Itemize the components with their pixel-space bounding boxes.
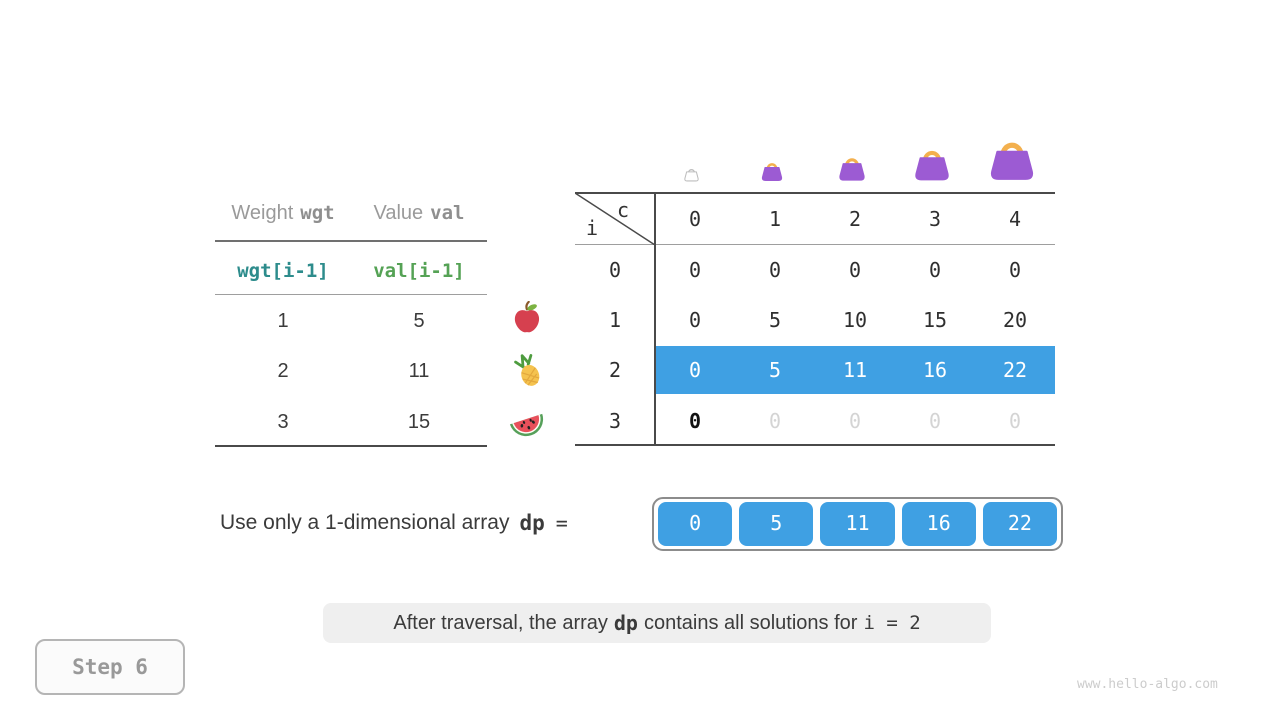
dp-cell-2-3: 16 (922, 358, 948, 382)
equals-sign: = (555, 511, 568, 535)
caption-dp-code: dp (613, 611, 638, 635)
apple-icon (510, 300, 544, 340)
dp-cell-3-4: 0 (1008, 409, 1022, 433)
dp-array: 0 5 11 16 22 (652, 497, 1063, 551)
watermelon-icon (507, 402, 547, 447)
items-table: Weight wgt Value val wgt[i-1] val[i-1] 1… (215, 198, 487, 448)
dp-cell-1-2: 10 (842, 308, 868, 332)
items-table-bottom-rule (215, 445, 487, 447)
row-label-1: 1 (608, 308, 622, 332)
bag-capacity-4-icon (987, 134, 1037, 187)
item-1-value: 5 (413, 310, 425, 332)
corner-col-axis-label: c (617, 198, 630, 222)
col-header-3: 3 (928, 207, 942, 231)
wgt-code-label: wgt (300, 202, 335, 224)
dp-table-bottom-rule (575, 444, 1055, 446)
weight-column-header: Weight wgt (215, 198, 351, 228)
items-table-header-rule (215, 240, 487, 242)
dp-cell-3-1: 0 (768, 409, 782, 433)
dp-cell-2-4: 22 (1002, 358, 1028, 382)
dp-cell-1-0: 0 (688, 308, 702, 332)
dp-cell-0-4: 0 (1008, 258, 1022, 282)
array-description: Use only a 1-dimensional array dp = (220, 508, 568, 538)
val-code-label: val (430, 202, 465, 224)
row-label-3: 3 (608, 409, 622, 433)
dp-variable-label: dp (519, 511, 545, 535)
dp-array-cell-3: 16 (901, 502, 976, 546)
watermark-url: www.hello-algo.com (1077, 677, 1218, 692)
dp-cell-2-1: 5 (768, 358, 782, 382)
caption-part1: After traversal, the array (393, 611, 608, 634)
dp-cell-1-1: 5 (768, 308, 782, 332)
val-formula: val[i-1] (373, 260, 465, 282)
col-header-0: 0 (688, 207, 702, 231)
dp-cell-2-2: 11 (842, 358, 868, 382)
col-header-2: 2 (848, 207, 862, 231)
corner-diagonal-line (575, 192, 655, 245)
array-description-text: Use only a 1-dimensional array (220, 511, 510, 534)
dp-table-vertical-rule (654, 192, 656, 446)
pineapple-icon (509, 352, 546, 394)
row-label-0: 0 (608, 258, 622, 282)
bag-capacity-1-icon (760, 159, 784, 187)
corner-row-axis-label: i (586, 216, 599, 240)
dp-table: c i 0 1 2 3 4 0 0 0 0 0 0 1 0 5 10 15 20… (575, 192, 1055, 448)
dp-cell-2-0: 0 (688, 358, 702, 382)
row-label-2: 2 (608, 358, 622, 382)
caption-box: After traversal, the array dp contains a… (323, 603, 991, 643)
dp-array-cell-1: 5 (739, 502, 814, 546)
dp-cell-3-2: 0 (848, 409, 862, 433)
dp-array-cell-4: 22 (982, 502, 1058, 546)
item-1-weight: 1 (277, 310, 289, 332)
dp-array-cell-0: 0 (658, 502, 733, 546)
value-column-header: Value val (351, 198, 487, 228)
item-3-weight: 3 (277, 411, 289, 433)
weight-header-label: Weight (231, 201, 294, 224)
wgt-formula: wgt[i-1] (237, 260, 329, 282)
col-header-1: 1 (768, 207, 782, 231)
step-badge: Step 6 (35, 639, 185, 695)
caption-i-equals-code: i = 2 (863, 612, 921, 634)
dp-cell-0-0: 0 (688, 258, 702, 282)
items-table-mid-rule (215, 294, 487, 295)
dp-cell-3-3: 0 (928, 409, 942, 433)
dp-cell-0-1: 0 (768, 258, 782, 282)
dp-cell-0-2: 0 (848, 258, 862, 282)
dp-cell-1-3: 15 (922, 308, 948, 332)
caption-part2: contains all solutions for (643, 611, 858, 634)
item-2-value: 11 (408, 360, 430, 382)
bag-capacity-2-icon (837, 153, 867, 187)
dp-cell-3-0: 0 (688, 409, 702, 433)
dp-table-top-rule (575, 192, 1055, 194)
dp-cell-1-4: 20 (1002, 308, 1028, 332)
value-header-label: Value (373, 201, 424, 224)
col-header-4: 4 (1008, 207, 1022, 231)
bag-capacity-3-icon (912, 144, 952, 187)
item-3-value: 15 (407, 411, 431, 433)
dp-table-header-rule (575, 244, 1055, 245)
dp-row-2-highlight (656, 346, 1055, 394)
dp-array-cell-2: 11 (820, 502, 895, 546)
dp-cell-0-3: 0 (928, 258, 942, 282)
item-2-weight: 2 (277, 360, 289, 382)
bag-capacity-0-icon (683, 166, 700, 187)
